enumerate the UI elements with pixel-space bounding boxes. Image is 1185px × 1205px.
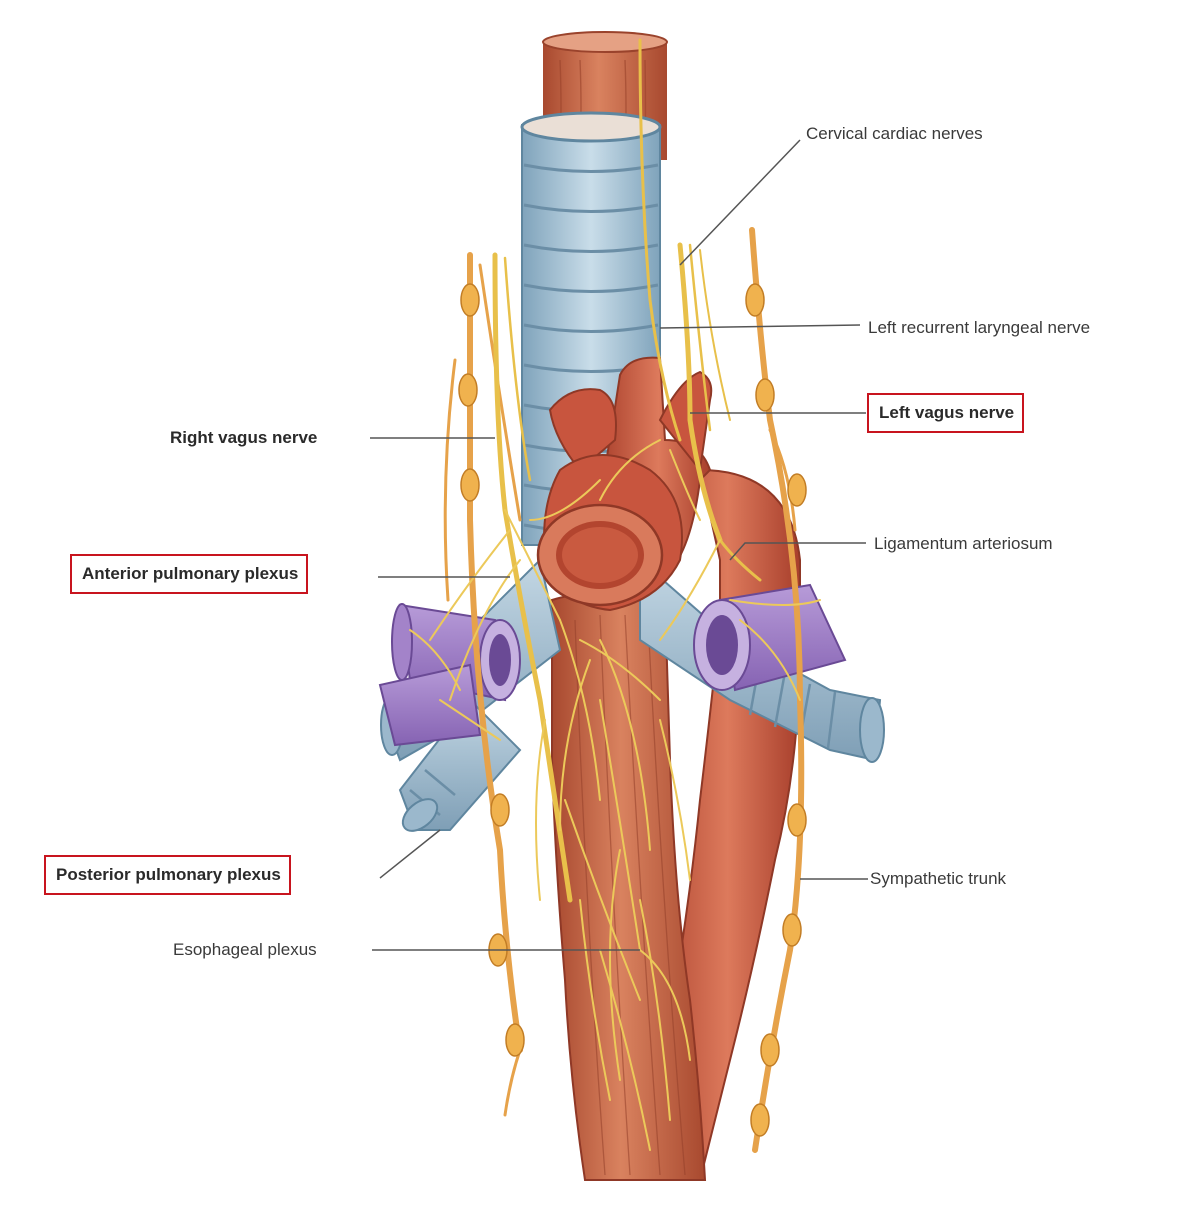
label-right-vagus-nerve: Right vagus nerve (170, 428, 318, 447)
label-posterior-pulmonary-plexus: Posterior pulmonary plexus (44, 855, 291, 895)
sympathetic-ganglia (458, 283, 807, 1137)
aortic-arch (536, 356, 713, 612)
label-esophageal-plexus: Esophageal plexus (173, 940, 317, 959)
pulmonary-and-esophageal-plexus-fibers (409, 439, 821, 1151)
label-cervical-cardiac-nerves: Cervical cardiac nerves (806, 124, 983, 143)
label-ligamentum-arteriosum: Ligamentum arteriosum (874, 534, 1053, 553)
label-left-vagus-nerve: Left vagus nerve (867, 393, 1025, 433)
label-anterior-pulmonary-plexus: Anterior pulmonary plexus (70, 554, 309, 594)
vagus-nerves (492, 38, 762, 903)
esophagus-lower (551, 591, 707, 1181)
leader-lines (370, 139, 868, 951)
label-left-recurrent-laryngeal-nerve: Left recurrent laryngeal nerve (868, 318, 1091, 337)
label-sympathetic-trunk: Sympathetic trunk (870, 869, 1007, 888)
